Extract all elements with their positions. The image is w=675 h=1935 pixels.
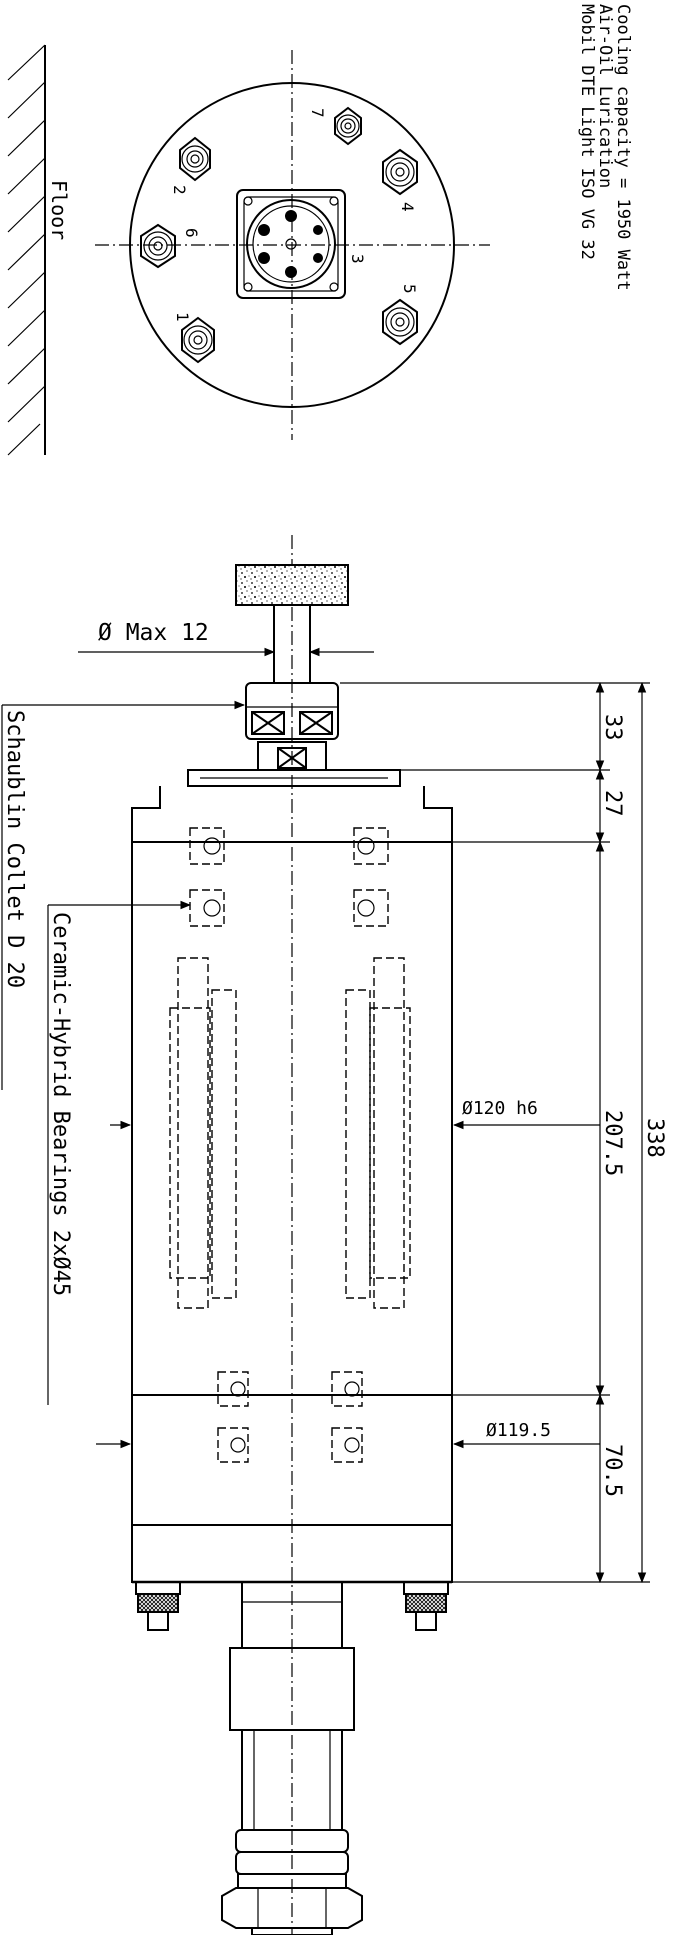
motor-hidden-lines — [169, 957, 411, 1309]
end-view: Floor — [7, 4, 633, 456]
dim-dia-h6-label: Ø120 h6 — [462, 1098, 538, 1119]
port-label-1: 1 — [173, 312, 192, 322]
collet-callout: Schaublin Collet D 20 — [1, 700, 246, 1090]
dim-70-label: 70.5 — [600, 1444, 625, 1497]
port-label-6: 6 — [182, 228, 201, 238]
dim-dia-2-label: Ø119.5 — [486, 1420, 551, 1441]
fitting-port-7 — [334, 106, 362, 146]
dim-max-diameter-label: Ø Max 12 — [98, 620, 209, 646]
port-label-5: 5 — [400, 284, 419, 294]
fitting-port-6 — [140, 223, 176, 269]
fitting-port-2 — [179, 136, 211, 182]
dim-338-label: 338 — [642, 1118, 667, 1158]
dim-max-diameter: Ø Max 12 — [78, 620, 374, 657]
bearing-callout: Ceramic-Hybrid Bearings 2xØ45 — [47, 900, 192, 1405]
central-connector — [236, 189, 346, 299]
dim-27-label: 27 — [600, 790, 625, 817]
dim-chain: 33 27 207.5 70.5 338 — [340, 681, 667, 1584]
rear-bearings — [217, 1371, 363, 1463]
note-oil: Mobil DTE Light ISO VG 32 — [577, 4, 597, 260]
port-label-2: 2 — [170, 185, 189, 195]
bearing-callout-label: Ceramic-Hybrid Bearings 2xØ45 — [48, 912, 73, 1296]
fitting-port-4 — [382, 148, 418, 196]
fitting-port-5 — [382, 298, 418, 346]
collet-callout-label: Schaublin Collet D 20 — [2, 710, 27, 988]
dim-33-label: 33 — [600, 714, 625, 741]
side-view: Ø Max 12 Schaublin Collet D 20 Ceramic-H… — [1, 535, 667, 1935]
note-lubrication: Air-Oil Lurication — [595, 4, 615, 188]
dim-207-label: 207.5 — [600, 1110, 625, 1176]
port-label-7: 7 — [308, 108, 327, 118]
grinding-wheel — [235, 564, 349, 606]
port-label-3: 3 — [348, 254, 367, 264]
rear-connector — [221, 1581, 363, 1935]
rear-fittings — [135, 1581, 449, 1631]
floor-label: Floor — [47, 180, 71, 240]
note-cooling: Cooling capacity = 1950 Watt — [613, 4, 633, 291]
port-label-4: 4 — [398, 202, 417, 212]
fitting-port-1 — [181, 316, 215, 364]
collet-nut — [245, 682, 339, 771]
floor-hatch — [7, 44, 46, 456]
